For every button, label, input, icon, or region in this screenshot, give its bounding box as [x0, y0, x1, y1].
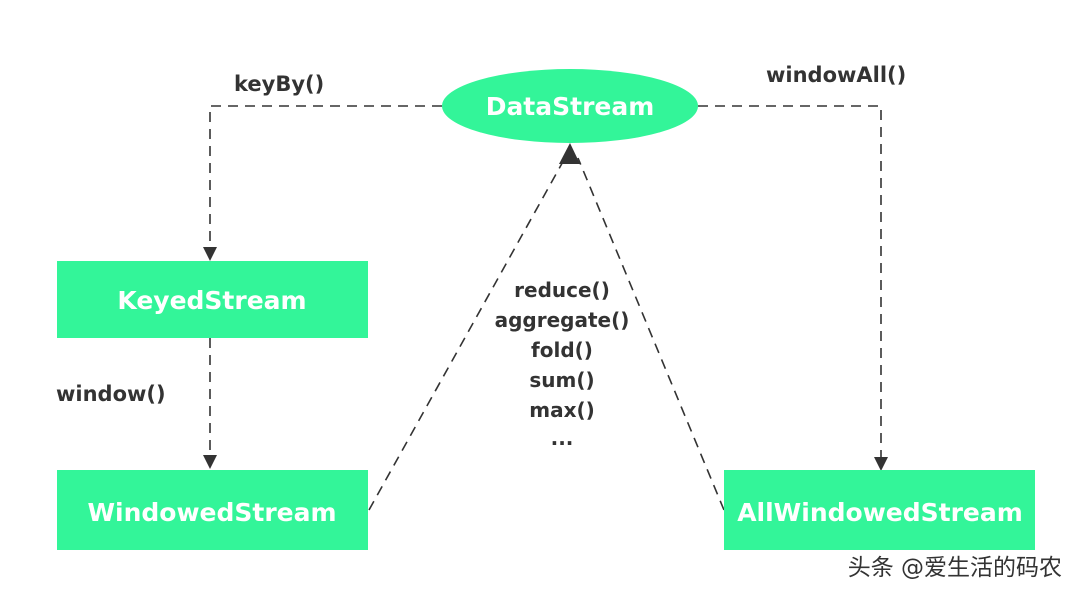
windowall-label: windowAll() [766, 63, 906, 87]
keyedstream-label: KeyedStream [117, 286, 306, 315]
node-windowedstream: WindowedStream [57, 470, 368, 550]
node-allwindowedstream: AllWindowedStream [724, 470, 1035, 550]
arrowhead-windowedstream [203, 455, 217, 469]
edge-keyby [209, 105, 442, 248]
operations-list: reduce() aggregate() fold() sum() max() … [495, 278, 630, 450]
node-keyedstream: KeyedStream [57, 261, 368, 338]
allwindowedstream-label: AllWindowedStream [737, 498, 1023, 527]
datastream-ellipse [442, 69, 698, 143]
keyby-label: keyBy() [234, 72, 324, 96]
operation-max: max() [529, 398, 595, 422]
watermark: 头条 @爱生活的码农 [848, 555, 1062, 581]
arrowhead-datastream [559, 143, 580, 164]
operation-reduce: reduce() [514, 278, 610, 302]
allwindowedstream-box [724, 470, 1035, 550]
windowedstream-label: WindowedStream [87, 498, 336, 527]
edge-windowed-to-datastream [368, 157, 566, 511]
arrowhead-keyedstream [203, 247, 217, 261]
edge-allwindowed-to-datastream [577, 157, 725, 511]
edge-windowall [698, 105, 882, 458]
operation-sum: sum() [529, 368, 594, 392]
arrowhead-allwindowedstream [874, 457, 888, 471]
datastream-label: DataStream [486, 92, 655, 121]
operation-aggregate: aggregate() [495, 308, 630, 332]
keyedstream-box [57, 261, 368, 338]
operation-ellipsis: ... [551, 426, 574, 450]
window-label: window() [56, 382, 166, 406]
windowedstream-box [57, 470, 368, 550]
operation-fold: fold() [531, 338, 593, 362]
node-datastream: DataStream [442, 69, 698, 143]
